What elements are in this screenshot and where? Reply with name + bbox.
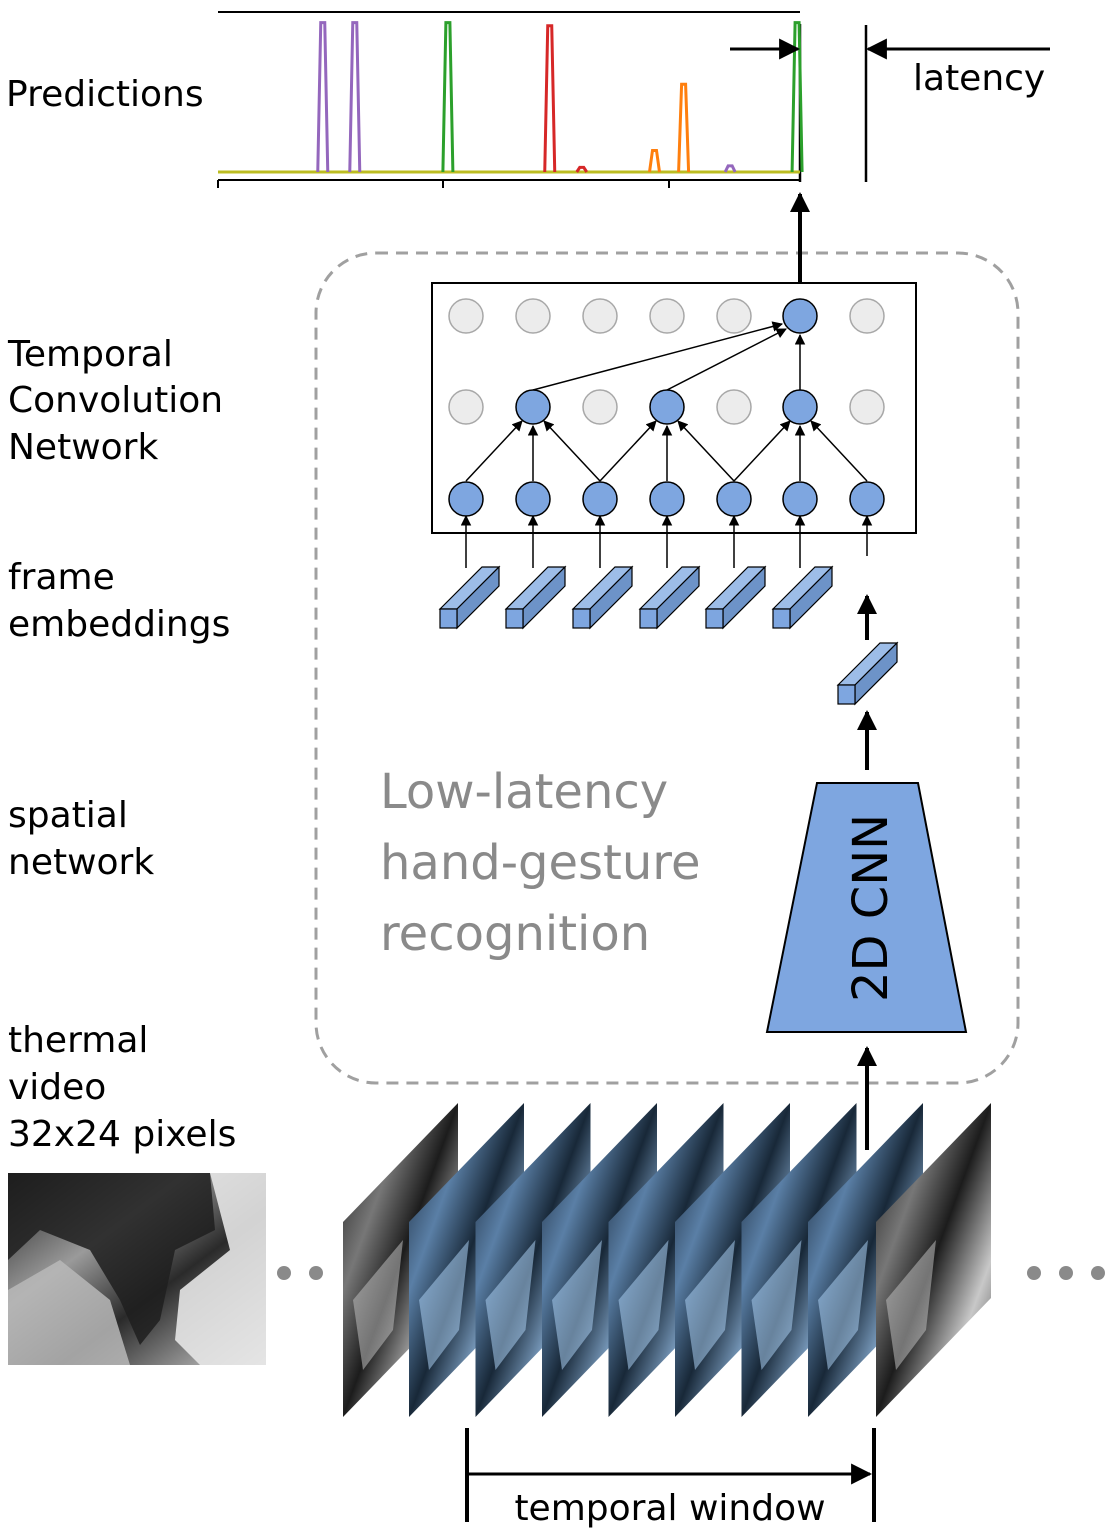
tcn-node-middle [649,389,685,425]
video-frame-in-window [675,1103,790,1417]
frame-embedding [638,565,701,630]
frame-embedding [771,565,834,630]
left-ellipsis [277,1266,323,1280]
predictions-peaks [316,21,804,173]
tcn-node-top [582,298,618,334]
frame-label-line1: frame [8,557,115,598]
tcn-node-top [716,298,752,334]
prediction-peak [677,82,691,173]
prediction-peak [723,164,737,173]
tcn-node-middle [582,389,618,425]
tcn-node-bottom [849,481,885,517]
ellipsis-dot [1059,1266,1073,1280]
tcn-edge [810,420,868,482]
frame-embedding [504,565,567,630]
predictions-chart [217,11,804,188]
tcn-node-top [649,298,685,334]
video-frame-stack [343,1103,991,1417]
tcn-node-middle [515,389,551,425]
tcn-label-line2: Convolution [8,380,223,421]
tcn-node-middle [849,389,885,425]
panel-title-line3: recognition [380,906,650,962]
cnn-trapezoid [765,782,968,1033]
thermal-sample-mid-blob [8,1260,130,1365]
video-frame-in-window [542,1103,657,1417]
frame-embedding [836,641,899,706]
tcn-node-top [782,298,818,334]
frame-label-line2: embeddings [8,604,230,645]
tcn-edge [532,321,784,391]
predictions-label: Predictions [6,74,204,115]
thermal-video-label: thermal video 32x24 pixels [8,1020,236,1155]
thermal-sample-dark-blob [8,1173,215,1345]
video-frame-in-window [608,1103,724,1417]
prediction-peak [348,21,362,173]
prediction-peak [543,24,557,173]
video-frame-in-window [409,1103,524,1417]
thermal-label-line3: 32x24 pixels [8,1114,236,1155]
tcn-edge [733,420,791,482]
prediction-peak [648,148,661,173]
tcn-node-middle [782,389,818,425]
tcn-node-middle [448,389,484,425]
tcn-label: Temporal Convolution Network [7,334,223,468]
prediction-peak [316,21,330,173]
thermal-label-line2: video [8,1067,106,1108]
spatial-label-line2: network [8,842,154,883]
panel-title-line1: Low-latency [380,764,668,820]
right-ellipsis [1027,1266,1105,1280]
recognition-panel-border [314,251,1020,1085]
tcn-nodes [448,298,885,517]
cnn-label: 2D CNN [843,814,899,1002]
spatial-label-line1: spatial [8,795,128,836]
tcn-edge [543,420,601,482]
frame-embedding [704,565,767,630]
spatial-network-label: spatial network [8,795,154,883]
ellipsis-dot [1091,1266,1105,1280]
latency-label: latency [913,58,1045,99]
thermal-sample-light-blob [175,1173,266,1365]
latency-marker: latency [730,25,1050,182]
ellipsis-dot [1027,1266,1041,1280]
tcn-label-line1: Temporal [7,334,173,375]
prediction-peak [441,21,455,173]
tcn-node-middle [716,389,752,425]
prediction-peak [790,21,804,173]
frame-embedding [438,565,501,630]
panel-title-line2: hand-gesture [380,835,701,891]
temporal-window-bracket: temporal window [465,1428,876,1529]
temporal-window-label: temporal window [514,1488,825,1529]
tcn-edge [599,420,657,482]
tcn-node-top [849,298,885,334]
cnn-block: 2D CNN [765,782,968,1033]
thermal-sample-image [8,1173,266,1365]
video-frame-in-window [741,1103,857,1417]
tcn-edges [460,321,873,568]
ellipsis-dot [309,1266,323,1280]
video-frame-in-window [475,1103,591,1417]
tcn-label-line3: Network [8,427,158,468]
video-frame [876,1103,991,1417]
tcn-node-bottom [582,481,618,517]
frame-embeddings-label: frame embeddings [8,557,230,645]
tcn-node-bottom [448,481,484,517]
thermal-label-line1: thermal [8,1020,148,1061]
tcn-node-bottom [649,481,685,517]
tcn-edge [677,420,735,482]
video-frame-in-window [808,1103,923,1417]
prediction-peak [575,165,589,173]
tcn-node-bottom [716,481,752,517]
video-frame [343,1103,458,1417]
tcn-node-top [515,298,551,334]
tcn-node-bottom [515,481,551,517]
tcn-node-top [448,298,484,334]
ellipsis-dot [277,1266,291,1280]
tcn-edge [666,328,787,391]
frame-embedding [571,565,634,630]
frame-embeddings [438,565,899,706]
panel-title: Low-latency hand-gesture recognition [380,764,701,962]
tcn-node-bottom [782,481,818,517]
tcn-edge [465,420,523,482]
